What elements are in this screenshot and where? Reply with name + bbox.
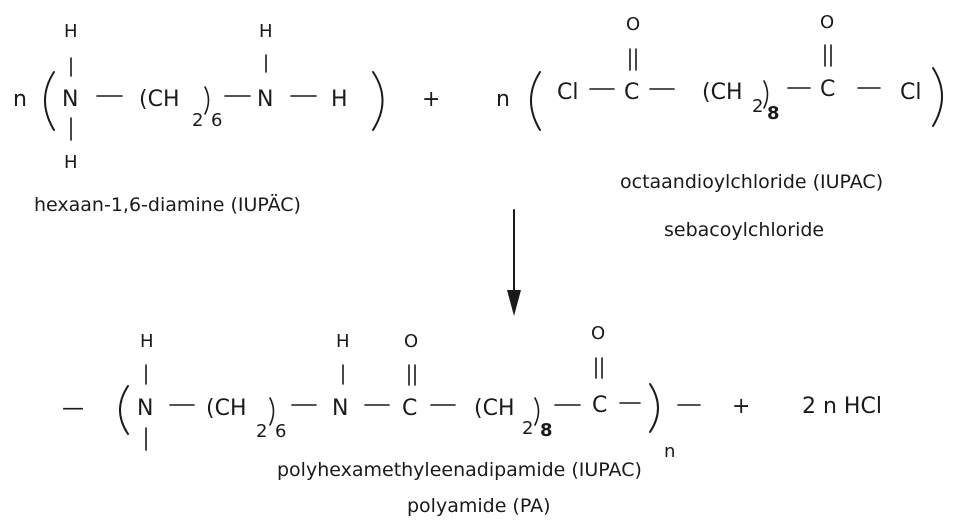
reaction-arrow bbox=[507, 209, 521, 316]
subscript-6: 6 bbox=[211, 110, 222, 131]
right-bracket bbox=[932, 67, 943, 127]
subscript-2: 2 bbox=[752, 96, 763, 117]
product-polyamide: — H N (CH 2 6 H N O C (CH 2 8 O C n poly… bbox=[62, 323, 701, 517]
group-ch2-b: (CH bbox=[474, 396, 515, 421]
atom-c-1: C bbox=[624, 80, 639, 105]
coefficient-n: n bbox=[496, 87, 510, 112]
repeat-index-n: n bbox=[664, 441, 675, 462]
atom-o-1: O bbox=[404, 331, 418, 352]
arrow-head bbox=[507, 290, 521, 316]
atom-n-right: N bbox=[257, 87, 273, 112]
byproduct-hcl: 2 n HCl bbox=[802, 394, 882, 419]
right-bracket bbox=[649, 383, 659, 433]
left-bracket bbox=[119, 385, 129, 435]
paren-close bbox=[763, 80, 769, 109]
atom-n-1: N bbox=[137, 396, 153, 421]
left-bracket bbox=[44, 71, 55, 131]
group-ch2-a: (CH bbox=[206, 396, 247, 421]
chain-end-dash: — bbox=[62, 396, 84, 421]
name-polyamide-common: polyamide (PA) bbox=[407, 495, 551, 517]
subscript-8: 8 bbox=[540, 420, 553, 441]
atom-c-1: C bbox=[402, 396, 417, 421]
atom-h-top-right: H bbox=[259, 21, 273, 42]
atom-h-2: H bbox=[336, 331, 350, 352]
atom-h-bottom-left: H bbox=[64, 152, 78, 173]
paren-close bbox=[204, 86, 210, 115]
paren-close bbox=[534, 397, 540, 426]
subscript-2-a: 2 bbox=[256, 421, 267, 442]
reactant-diamine: n H N H (CH 2 6 H N H hexaan-1,6-diamine… bbox=[13, 21, 384, 216]
left-bracket bbox=[530, 71, 541, 131]
plus-sign: + bbox=[732, 394, 750, 419]
name-diacid-chloride: octaandioylchloride (IUPAC) bbox=[620, 171, 883, 193]
atom-cl-left: Cl bbox=[557, 80, 578, 105]
atom-o-1: O bbox=[626, 14, 640, 35]
paren-close bbox=[269, 397, 275, 426]
atom-c-2: C bbox=[592, 393, 607, 418]
reactant-diacid-chloride: n Cl O C (CH 2 8 O C Cl octaandioylchlor… bbox=[496, 12, 943, 241]
atom-o-2: O bbox=[820, 12, 834, 33]
atom-c-2: C bbox=[820, 77, 835, 102]
subscript-2: 2 bbox=[192, 110, 203, 131]
atom-cl-right: Cl bbox=[900, 80, 921, 105]
group-ch2: (CH bbox=[139, 87, 180, 112]
atom-o-2: O bbox=[591, 323, 605, 344]
subscript-8: 8 bbox=[767, 103, 780, 124]
atom-n-left: N bbox=[62, 87, 78, 112]
atom-h-top-left: H bbox=[64, 21, 78, 42]
subscript-6: 6 bbox=[275, 421, 286, 442]
atom-h-1: H bbox=[140, 331, 154, 352]
name-polyamide-iupac: polyhexamethyleenadipamide (IUPAC) bbox=[277, 459, 642, 481]
coefficient-n: n bbox=[13, 87, 27, 112]
atom-h-end: H bbox=[331, 87, 348, 112]
alt-name-diacid-chloride: sebacoylchloride bbox=[664, 219, 824, 241]
plus-sign: + bbox=[422, 87, 440, 112]
group-ch2: (CH bbox=[702, 80, 743, 105]
atom-n-2: N bbox=[332, 396, 348, 421]
name-diamine: hexaan-1,6-diamine (IUPÄC) bbox=[34, 193, 301, 216]
right-bracket bbox=[372, 71, 384, 131]
subscript-2-b: 2 bbox=[522, 418, 533, 439]
